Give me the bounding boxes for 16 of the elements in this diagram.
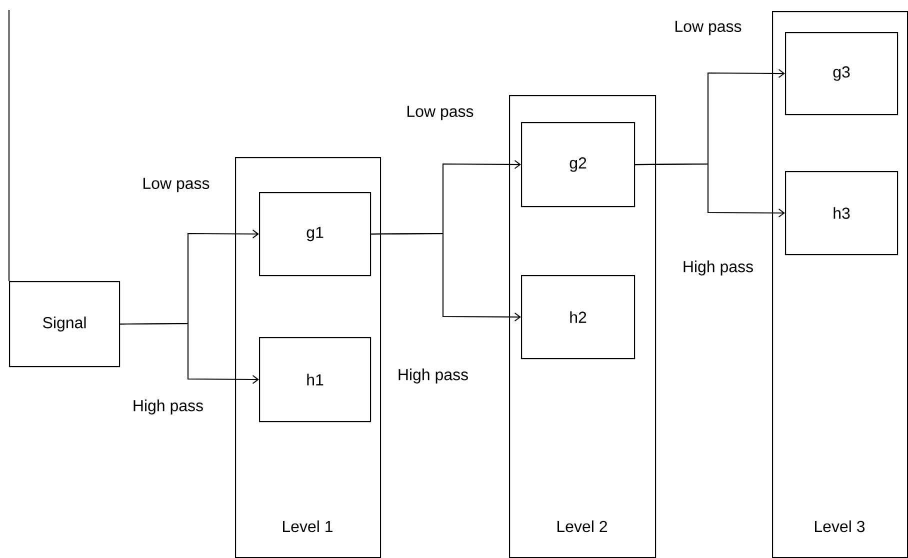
filter-box: g3: [785, 32, 898, 116]
filter-box: g2: [521, 122, 636, 208]
filter-box: g1: [259, 192, 372, 276]
edge-label: Low pass: [140, 176, 212, 194]
edge-label: High pass: [681, 259, 755, 277]
edge-label: High pass: [131, 398, 205, 416]
edge-label: Low pass: [404, 104, 476, 122]
filter-box: h2: [521, 275, 636, 360]
filter-box: h1: [259, 337, 372, 422]
filter-box: h3: [785, 171, 898, 256]
signal-box: Signal: [9, 281, 120, 368]
edge-label: High pass: [396, 367, 470, 385]
arrow: [635, 163, 785, 218]
arrow: [371, 232, 521, 322]
arrow: [120, 322, 259, 384]
edge-label: Low pass: [672, 20, 744, 36]
